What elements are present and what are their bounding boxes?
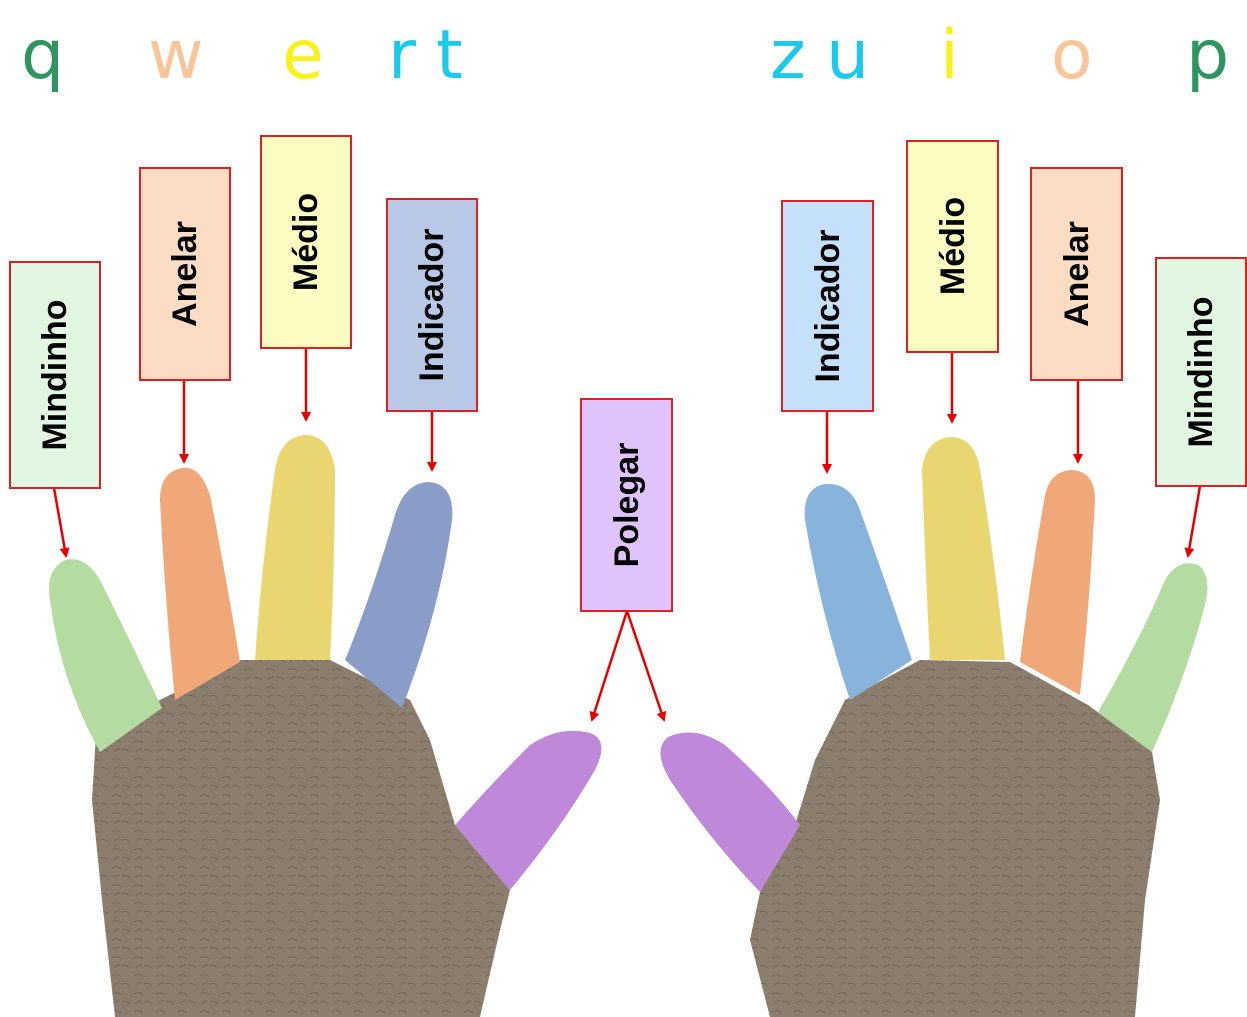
label-thumb: Polegar (580, 398, 673, 612)
key-i: i (940, 16, 959, 95)
arrow-thumb-right (625, 610, 667, 722)
label-text: Indicador (413, 228, 451, 381)
right-pinky (1098, 563, 1208, 752)
key-row-left: q w e r t (21, 16, 463, 95)
left-ring (160, 467, 240, 700)
key-row-right: z u i o p (770, 16, 1229, 95)
key-p: p (1186, 16, 1229, 95)
left-hand-texture (92, 660, 510, 1017)
arrow-thumb-left (589, 610, 629, 722)
label-text: Polegar (608, 443, 646, 568)
left-index (345, 482, 453, 708)
key-w: w (148, 16, 204, 95)
label-text: Mindinho (36, 299, 74, 450)
right-index (804, 483, 912, 700)
label-right-ring: Anelar (1030, 167, 1123, 381)
label-box (580, 398, 673, 612)
label-box (9, 261, 101, 489)
label-box (386, 198, 478, 412)
label-text: Anelar (1058, 221, 1096, 327)
label-left-ring: Anelar (139, 167, 231, 381)
right-ring (1020, 470, 1095, 695)
arrow-right-pinky (1184, 485, 1202, 558)
right-thumb (660, 732, 800, 892)
key-u: u (826, 16, 869, 95)
label-left-pinky: Mindinho (9, 261, 101, 489)
key-e: e (282, 16, 324, 95)
label-right-index: Indicador (781, 200, 874, 412)
arrows (52, 348, 1202, 722)
label-right-middle: Médio (906, 140, 999, 353)
label-box (1030, 167, 1123, 381)
key-o: o (1051, 16, 1093, 95)
key-r: r (388, 16, 416, 95)
left-pinky (49, 559, 162, 752)
right-hand-texture (750, 660, 1160, 1017)
label-text: Médio (934, 197, 972, 295)
right-hand (660, 437, 1208, 1017)
right-middle (922, 437, 1005, 660)
key-t: t (436, 16, 463, 95)
key-z: z (770, 16, 806, 95)
label-box (906, 140, 999, 353)
label-text: Anelar (166, 221, 204, 327)
label-box (139, 167, 231, 381)
key-q: q (21, 16, 64, 95)
left-middle (255, 435, 335, 660)
arrow-left-pinky (52, 487, 70, 558)
left-thumb (455, 730, 602, 890)
label-text: Indicador (809, 229, 847, 382)
label-box (260, 135, 352, 349)
label-left-index: Indicador (386, 198, 478, 412)
label-left-middle: Médio (260, 135, 352, 349)
label-box (781, 200, 874, 412)
label-text: Mindinho (1182, 296, 1220, 447)
label-text: Médio (287, 193, 325, 291)
label-box (1155, 257, 1247, 487)
label-right-pinky: Mindinho (1155, 257, 1247, 487)
left-hand (49, 435, 602, 1017)
